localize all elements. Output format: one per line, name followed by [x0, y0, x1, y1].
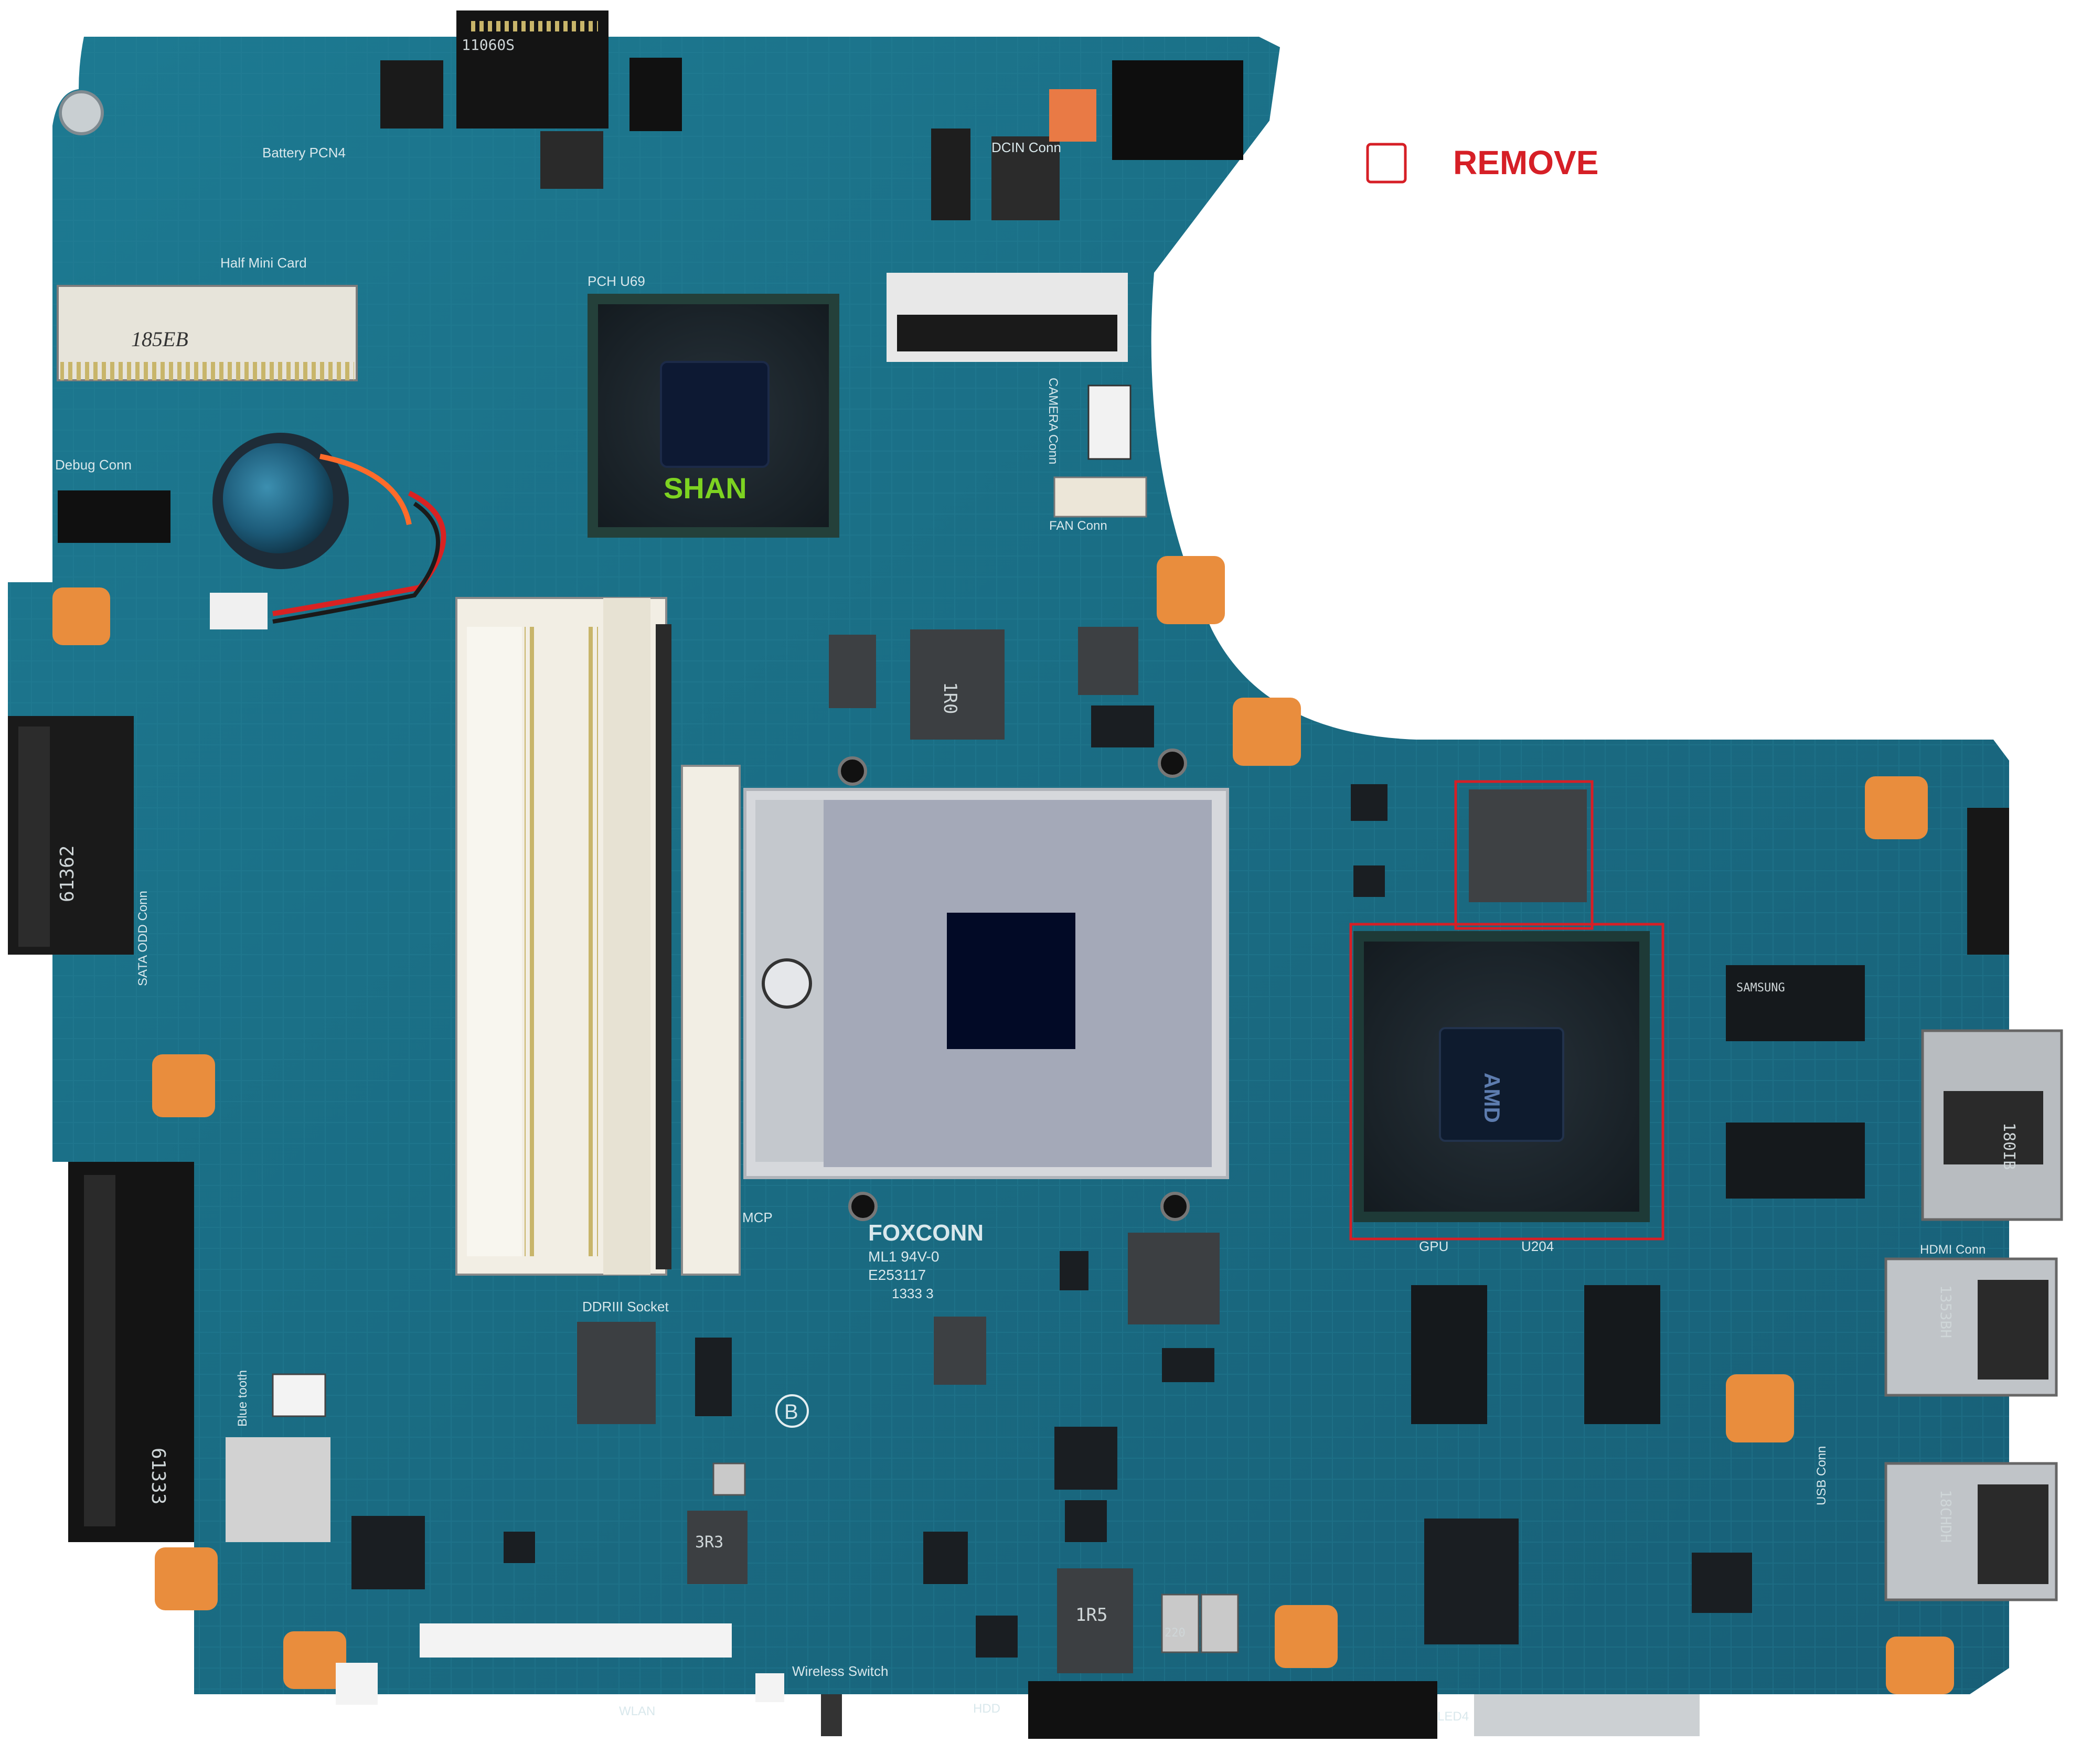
dcin-label: DCIN Conn: [991, 140, 1061, 155]
hdd-code: 61333: [147, 1448, 169, 1504]
cpu-socket: [743, 749, 1229, 1221]
cap-text: 220: [1165, 1627, 1186, 1640]
foxconn-label: FOXCONN: [868, 1220, 984, 1246]
usb-connector-2: [1884, 1462, 2058, 1601]
lvds-connector: [1112, 60, 1243, 160]
fan-label: FAN Conn: [1049, 519, 1107, 533]
inductor-label-3: 3R3: [695, 1533, 723, 1552]
small-ics: [351, 705, 1752, 1658]
bottom-right-connector: [1474, 1694, 1700, 1736]
pad-bottom-2: [755, 1673, 784, 1702]
gpu-die: [1439, 1027, 1564, 1142]
amd-logo: AMD: [1480, 1073, 1504, 1123]
cpu-socket-center: [947, 913, 1075, 1049]
usb-code-1: 1353BH: [1937, 1285, 1955, 1338]
socket-code-2: E253117: [868, 1267, 926, 1283]
battery-connector-white: [210, 593, 268, 629]
hdd-led-connector: [1028, 1681, 1437, 1739]
half-mini-label: Half Mini Card: [220, 255, 307, 271]
ddr-label: DDRIII Socket: [582, 1299, 669, 1314]
sata-label: SATA ODD Conn: [136, 891, 150, 986]
connector-code: 11060S: [462, 36, 515, 54]
hdd-label: HDD: [973, 1702, 1000, 1716]
remove-highlight-inductor: [1454, 780, 1594, 930]
legend-label: REMOVE: [1453, 144, 1598, 181]
debug-connector: [58, 490, 170, 543]
audio-jack: [1967, 808, 2009, 955]
pch-label: PCH U69: [588, 273, 645, 289]
battery-label: Battery PCN4: [262, 145, 346, 161]
pad-bottom-1: [336, 1663, 378, 1705]
gpu-ref: U204: [1521, 1238, 1554, 1254]
bluetooth-connector: [272, 1373, 326, 1417]
pch-die: [660, 361, 770, 468]
display-connector: [897, 315, 1117, 351]
camera-label: CAMERA Conn: [1046, 378, 1060, 464]
hdmi-code: 180IB: [2000, 1122, 2018, 1170]
wlan-label: WLAN: [619, 1704, 655, 1718]
debug-label: Debug Conn: [55, 457, 132, 473]
shan-tag: SHAN: [664, 472, 747, 505]
mosfet-top: [540, 131, 603, 189]
dcin-jack: [931, 129, 970, 220]
usb-connector-1: [1884, 1257, 2058, 1397]
led-label: LED4: [1437, 1709, 1469, 1724]
camera-connector: [1087, 384, 1132, 460]
bluetooth-label: Blue tooth: [236, 1370, 250, 1427]
polymer-caps: [712, 1462, 1239, 1653]
hdmi-label: HDMI Conn: [1920, 1243, 1986, 1257]
inductors: [577, 627, 1587, 1673]
gpu-label: GPU: [1419, 1238, 1448, 1254]
sticker-bottom: [420, 1623, 732, 1658]
vram-label: SAMSUNG: [1736, 981, 1785, 995]
battery-aux-connector: [629, 58, 682, 131]
fan-connector: [1053, 476, 1147, 518]
usb-label: USB Conn: [1815, 1446, 1829, 1505]
socket-code-1: ML1 94V-0: [868, 1248, 939, 1265]
hdmi-connector: [1921, 1029, 2063, 1221]
legend-swatch: [1366, 143, 1407, 184]
bluetooth-pad: [226, 1437, 330, 1542]
dcin-connector: [991, 136, 1060, 220]
wireless-label: Wireless Switch: [792, 1663, 888, 1679]
wireless-switch: [821, 1694, 842, 1736]
vram-chips: [1411, 965, 1865, 1424]
socket-mark: B: [784, 1400, 798, 1424]
top-right-pad: [1049, 89, 1096, 142]
mounting-pads: [52, 556, 1954, 1694]
mcp-label: MCP: [742, 1210, 773, 1225]
screw-top-left: [59, 90, 104, 135]
minicard-code: 185EB: [131, 327, 188, 351]
power-connector-left: [380, 60, 443, 129]
socket-code-3: 1333 3: [892, 1286, 934, 1301]
inductor-label-2: 1R5: [1075, 1605, 1107, 1626]
remove-highlight-gpu: [1349, 923, 1664, 1241]
usb-code-2: 18CHDH: [1937, 1490, 1955, 1543]
inductor-label-1: 1R0: [940, 682, 960, 714]
sata-code: 61362: [57, 846, 78, 902]
ddr3-socket: [455, 597, 741, 1276]
